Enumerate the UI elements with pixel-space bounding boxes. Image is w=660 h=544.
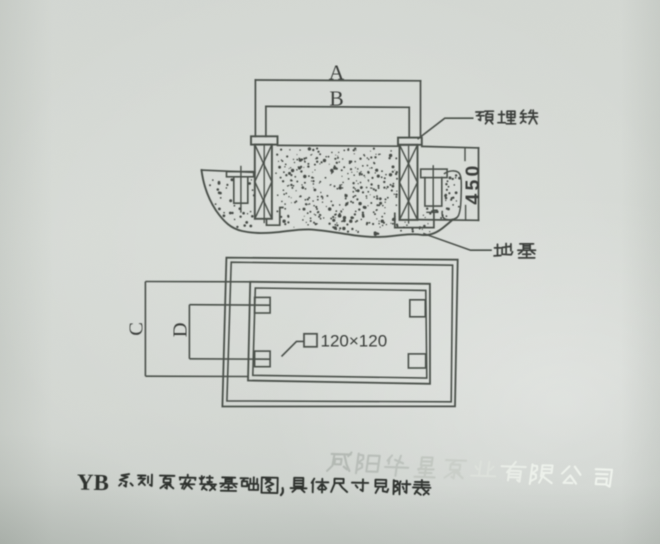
svg-text:120×120: 120×120 xyxy=(321,331,388,350)
svg-text:450: 450 xyxy=(462,162,484,204)
svg-text:B: B xyxy=(329,86,343,110)
svg-text:A: A xyxy=(329,60,345,84)
svg-text:YB: YB xyxy=(77,469,110,495)
svg-text:D: D xyxy=(170,322,192,337)
svg-text:C: C xyxy=(125,322,147,336)
